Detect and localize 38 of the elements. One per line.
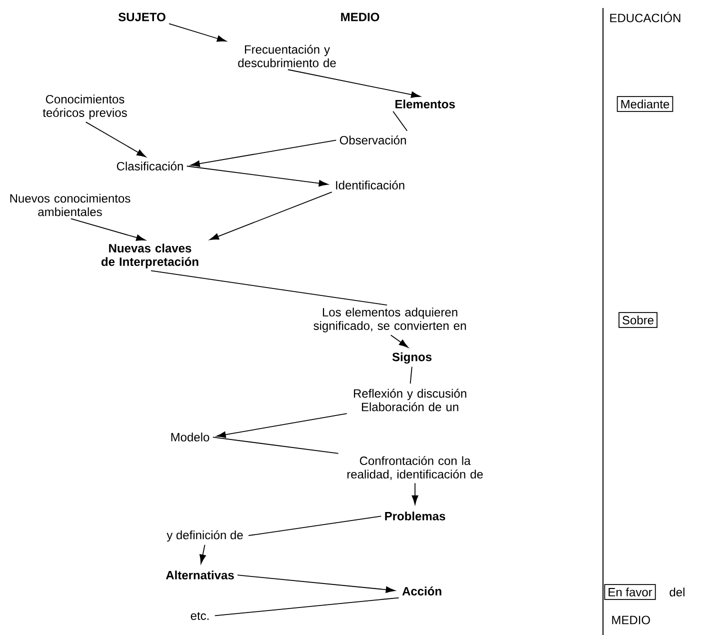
flow-text: Clasificación [116, 162, 183, 170]
arrow [210, 192, 332, 240]
flow-text: Identificación [336, 180, 404, 190]
arrow [190, 140, 337, 167]
flow-text: MEDIO [341, 12, 380, 22]
flow-text: SUJETO [118, 12, 166, 22]
boxed-term: Mediante [616, 96, 674, 112]
arrow [412, 482, 418, 505]
arrow [70, 218, 146, 241]
boxed-term: En favor [604, 584, 656, 600]
flow-text: Problemas [385, 512, 446, 520]
flow-text: Alternativas [166, 570, 234, 580]
column-label: MEDIO [612, 616, 650, 624]
flow-text: Acción [402, 586, 442, 596]
flow-text: Nuevas claves de Interpretación [101, 244, 198, 268]
arrow [288, 69, 420, 98]
arrow [85, 122, 146, 158]
flow-text: Conocimientos teóricos previos [42, 94, 127, 120]
flow-text: Los elementos adquieren significado, se convierten en [314, 308, 466, 332]
arrow [216, 413, 348, 438]
flow-text: Elementos [395, 100, 455, 108]
flow-text: Reflexión y discusión Elaboración de un [354, 388, 466, 412]
boxed-term: Sobre [618, 312, 658, 328]
flow-text: etc. [190, 612, 209, 620]
flow-text: Signos [392, 352, 432, 364]
flow-text: Observación [340, 136, 406, 144]
flow-text: Modelo [171, 432, 210, 442]
arrow [200, 544, 206, 564]
column-label: del [670, 588, 684, 596]
flow-text: Frecuentación y descubrimiento de [238, 44, 336, 68]
arrow [390, 334, 408, 348]
arrow [168, 23, 226, 42]
flow-text: Confrontación con la realidad, identificación de [347, 456, 483, 480]
column-label: EDUCACIÓN [610, 12, 680, 22]
flow-text: Nuevos conocimientos ambientales [10, 194, 130, 216]
flow-text: y definición de [166, 530, 243, 542]
arrow [237, 574, 396, 593]
arrow [186, 166, 328, 186]
